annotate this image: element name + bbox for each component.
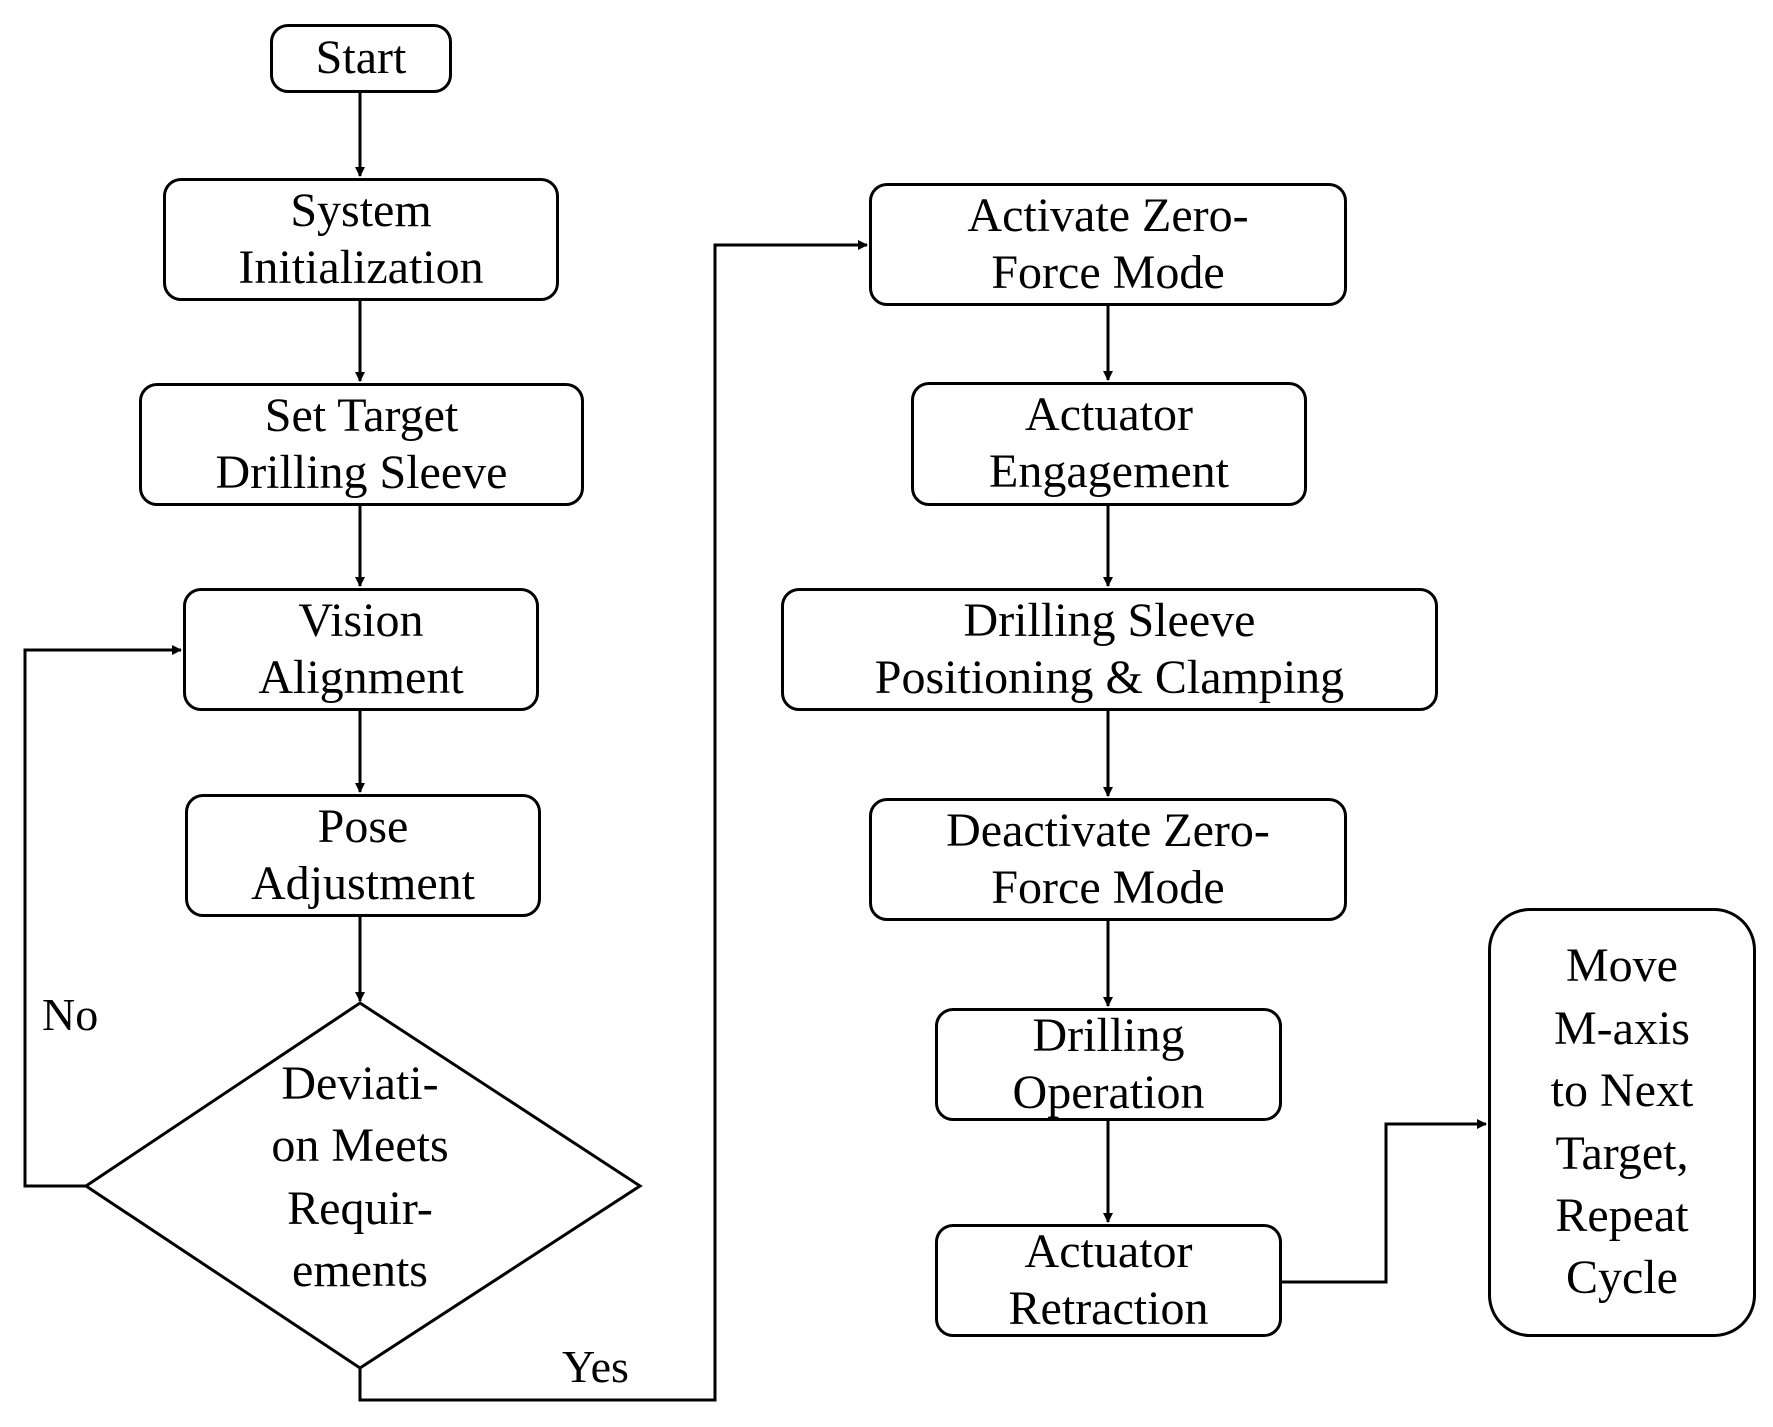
zero-off-line-1: Deactivate Zero- (946, 803, 1270, 857)
decision-line-2: on Meets (271, 1119, 449, 1173)
actuator-engagement-node: Actuator Engagement (911, 382, 1307, 506)
arrow-no-loop (23, 645, 182, 1188)
next-line-6: Cycle (1566, 1251, 1678, 1305)
vision-line-1: Vision (298, 593, 424, 647)
next-line-3: to Next (1550, 1064, 1694, 1118)
drilling-operation-node: Drilling Operation (935, 1008, 1282, 1121)
clamp-line-2: Positioning & Clamping (874, 650, 1345, 704)
set-target-line-2: Drilling Sleeve (215, 445, 508, 499)
vision-line-2: Alignment (258, 650, 464, 704)
actuator-retraction-node: Actuator Retraction (935, 1224, 1282, 1337)
init-line-1: System (290, 183, 432, 237)
init-line-2: Initialization (238, 240, 484, 294)
decision-label: Deviati- on Meets Requir- ements (260, 1053, 460, 1303)
arrow-yes-path (358, 240, 868, 1402)
clamp-line-1: Drilling Sleeve (963, 593, 1256, 647)
deactivate-zero-force-node: Deactivate Zero- Force Mode (869, 798, 1347, 921)
drill-line-1: Drilling (1032, 1008, 1185, 1062)
set-target-line-1: Set Target (264, 388, 459, 442)
engage-line-2: Engagement (989, 445, 1229, 498)
zero-on-line-2: Force Mode (991, 245, 1225, 299)
next-line-1: Move (1566, 939, 1678, 993)
start-line-1: Start (315, 31, 407, 85)
pose-line-1: Pose (317, 799, 409, 853)
positioning-clamping-node: Drilling Sleeve Positioning & Clamping (781, 588, 1438, 711)
vision-alignment-node: Vision Alignment (183, 588, 539, 711)
next-line-5: Repeat (1555, 1188, 1689, 1242)
start-node: Start (270, 24, 452, 93)
yes-label: Yes (562, 1341, 629, 1392)
system-initialization-node: System Initialization (163, 178, 559, 301)
decision-line-1: Deviati- (281, 1057, 439, 1110)
drill-line-2: Operation (1012, 1065, 1205, 1119)
activate-zero-force-node: Activate Zero- Force Mode (869, 183, 1347, 306)
pose-adjustment-node: Pose Adjustment (185, 794, 541, 917)
zero-on-line-1: Activate Zero- (967, 188, 1249, 242)
move-m-axis-node: Move M-axis to Next Target, Repeat Cycle (1488, 908, 1756, 1337)
next-line-4: Target, (1555, 1126, 1689, 1180)
next-line-2: M-axis (1554, 1001, 1690, 1055)
decision-line-4: ements (292, 1244, 428, 1298)
set-target-node: Set Target Drilling Sleeve (139, 383, 584, 506)
engage-line-1: Actuator (1025, 388, 1193, 442)
arrow-retract-to-next (1282, 1119, 1487, 1284)
pose-line-2: Adjustment (251, 856, 475, 910)
decision-line-3: Requir- (287, 1181, 433, 1235)
retract-line-2: Retraction (1008, 1281, 1209, 1335)
no-label: No (42, 989, 99, 1040)
retract-line-1: Actuator (1024, 1224, 1193, 1278)
zero-off-line-2: Force Mode (991, 860, 1225, 914)
